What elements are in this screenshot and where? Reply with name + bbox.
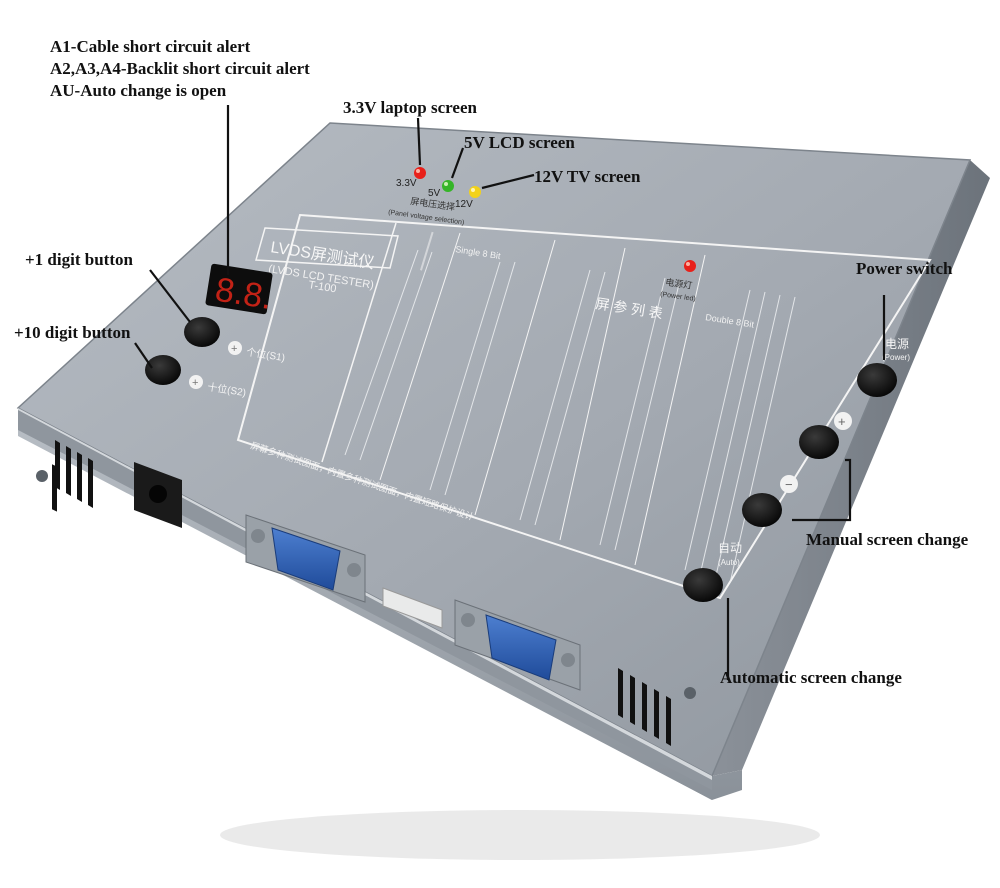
power-led-icon <box>684 260 696 272</box>
power-label-en: (Power) <box>882 353 910 362</box>
callout-a2: A2,A3,A4-Backlit short circuit alert <box>50 59 310 78</box>
display-digits: 8.8. <box>213 271 275 317</box>
screw-icon <box>684 687 696 699</box>
vga-port-2[interactable] <box>454 599 581 691</box>
power-led-label-en: (Power led) <box>660 291 696 303</box>
screen-parameter-table <box>236 213 932 600</box>
callout-tv: 12V TV screen <box>534 167 641 186</box>
svg-text:+: + <box>838 414 846 429</box>
callout-lcd: 5V LCD screen <box>464 133 575 152</box>
plus1-button[interactable] <box>184 317 220 347</box>
seven-segment-display: 8.8. <box>205 263 275 317</box>
screen-next-button[interactable] <box>799 425 839 459</box>
led-12v-icon <box>469 186 481 198</box>
plus10-button[interactable] <box>145 355 181 385</box>
svg-text:−: − <box>785 477 793 492</box>
front-ports <box>36 440 696 746</box>
digit-buttons: + + 个位(S1) 十位(S2) <box>145 317 286 399</box>
plus-icon <box>834 412 852 430</box>
plus-icon <box>189 375 203 389</box>
callout-power: Power switch <box>856 259 953 278</box>
vga-port-1[interactable] <box>245 514 366 603</box>
callout-laptop: 3.3V laptop screen <box>343 98 477 117</box>
auto-button[interactable] <box>683 568 723 602</box>
callout-manual: Manual screen change <box>806 530 969 549</box>
auto-label-en: (Auto) <box>718 558 740 567</box>
callout-a1: A1-Cable short circuit alert <box>50 37 251 56</box>
led-label-3v3: 3.3V <box>396 178 417 189</box>
callout-au: AU-Auto change is open <box>50 81 227 100</box>
callout-plus10: +10 digit button <box>14 323 131 342</box>
auto-label-cn: 自动 <box>718 541 742 555</box>
device-model: T-100 <box>308 279 338 295</box>
svg-text:+: + <box>192 377 198 389</box>
led-label-12v: 12V <box>455 199 473 210</box>
screen-prev-button[interactable] <box>742 493 782 527</box>
callout-lines <box>134 105 886 680</box>
power-led-label-cn: 电源灯 <box>665 276 693 291</box>
power-label-cn: 电源 <box>885 337 909 351</box>
plus-icon <box>228 341 242 355</box>
led-5v-icon <box>442 180 454 192</box>
minus-icon <box>780 475 798 493</box>
lvds-connector[interactable] <box>382 587 443 629</box>
screw-icon <box>36 470 48 482</box>
callout-plus1: +1 digit button <box>25 250 133 269</box>
control-buttons: 电源 (Power) + − 自动 (Auto) <box>683 337 910 602</box>
callout-auto: Automatic screen change <box>720 668 902 687</box>
power-button[interactable] <box>857 363 897 397</box>
led-label-5v: 5V <box>428 188 441 199</box>
svg-text:+: + <box>231 343 237 355</box>
